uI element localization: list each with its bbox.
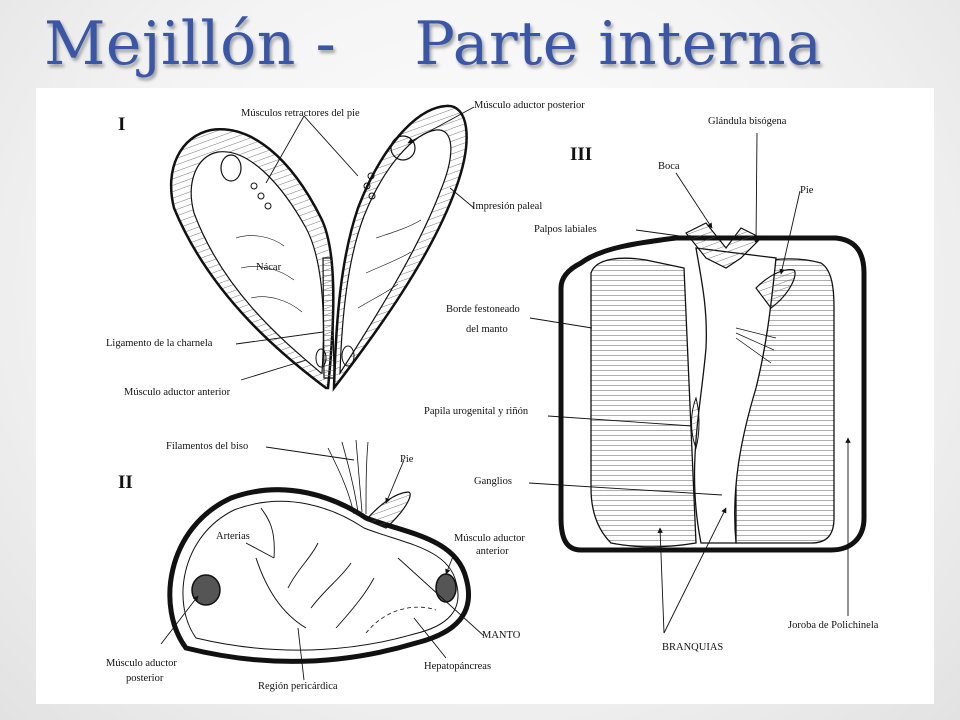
label-borde-festoneado-line2: del manto <box>466 324 508 335</box>
label-musculo-aductor-anterior-ii-line2: anterior <box>476 546 509 557</box>
figure-i-numeral: I <box>118 114 126 135</box>
label-impresion-paleal: Impresión paleal <box>472 201 543 212</box>
figure-iii-gills-view <box>558 222 867 553</box>
label-region-pericardica: Región pericárdica <box>258 681 338 692</box>
label-ligamento-charnela: Ligamento de la charnela <box>106 338 213 349</box>
leader-lines <box>160 106 851 681</box>
anatomy-diagram-panel: I II III Músculos retractores del pie Mú… <box>36 88 934 704</box>
label-boca: Boca <box>658 161 680 172</box>
slide-title: Mejillón - Parte interna <box>44 9 823 79</box>
label-borde-festoneado-line1: Borde festoneado <box>446 304 520 315</box>
label-pie-ii: Pie <box>400 454 414 465</box>
label-musculos-retractores-pie: Músculos retractores del pie <box>241 108 360 119</box>
label-joroba-polichinela: Joroba de Polichinela <box>788 620 879 631</box>
label-filamentos-biso: Filamentos del biso <box>166 441 249 452</box>
label-arterias: Arterias <box>216 531 250 542</box>
label-nacar: Nácar <box>256 262 282 273</box>
label-palpos-labiales: Palpos labiales <box>534 224 597 235</box>
label-manto: MANTO <box>482 630 521 641</box>
label-branquias: BRANQUIAS <box>662 642 724 653</box>
figure-iii-numeral: III <box>570 144 593 165</box>
label-papila-urogenital: Papila urogenital y riñón <box>424 406 529 417</box>
label-ganglios: Ganglios <box>474 476 512 487</box>
label-pie-iii: Pie <box>800 185 814 196</box>
label-musculo-aductor-posterior-ii-line1: Músculo aductor <box>106 658 177 669</box>
label-musculo-aductor-anterior-ii-line1: Músculo aductor <box>454 533 525 544</box>
anatomy-drawing <box>160 104 867 681</box>
figure-ii-numeral: II <box>118 472 133 493</box>
label-musculo-aductor-anterior-i: Músculo aductor anterior <box>124 387 231 398</box>
label-glandula-bisogena: Glándula bisógena <box>708 116 787 127</box>
label-musculo-aductor-posterior-ii-line2: posterior <box>126 673 164 684</box>
label-hepatopancreas: Hepatopáncreas <box>424 661 492 672</box>
figure-i-open-shell <box>169 104 468 392</box>
label-musculo-aductor-posterior-i: Músculo aductor posterior <box>474 100 585 111</box>
figure-ii-mussel-body <box>167 439 472 664</box>
